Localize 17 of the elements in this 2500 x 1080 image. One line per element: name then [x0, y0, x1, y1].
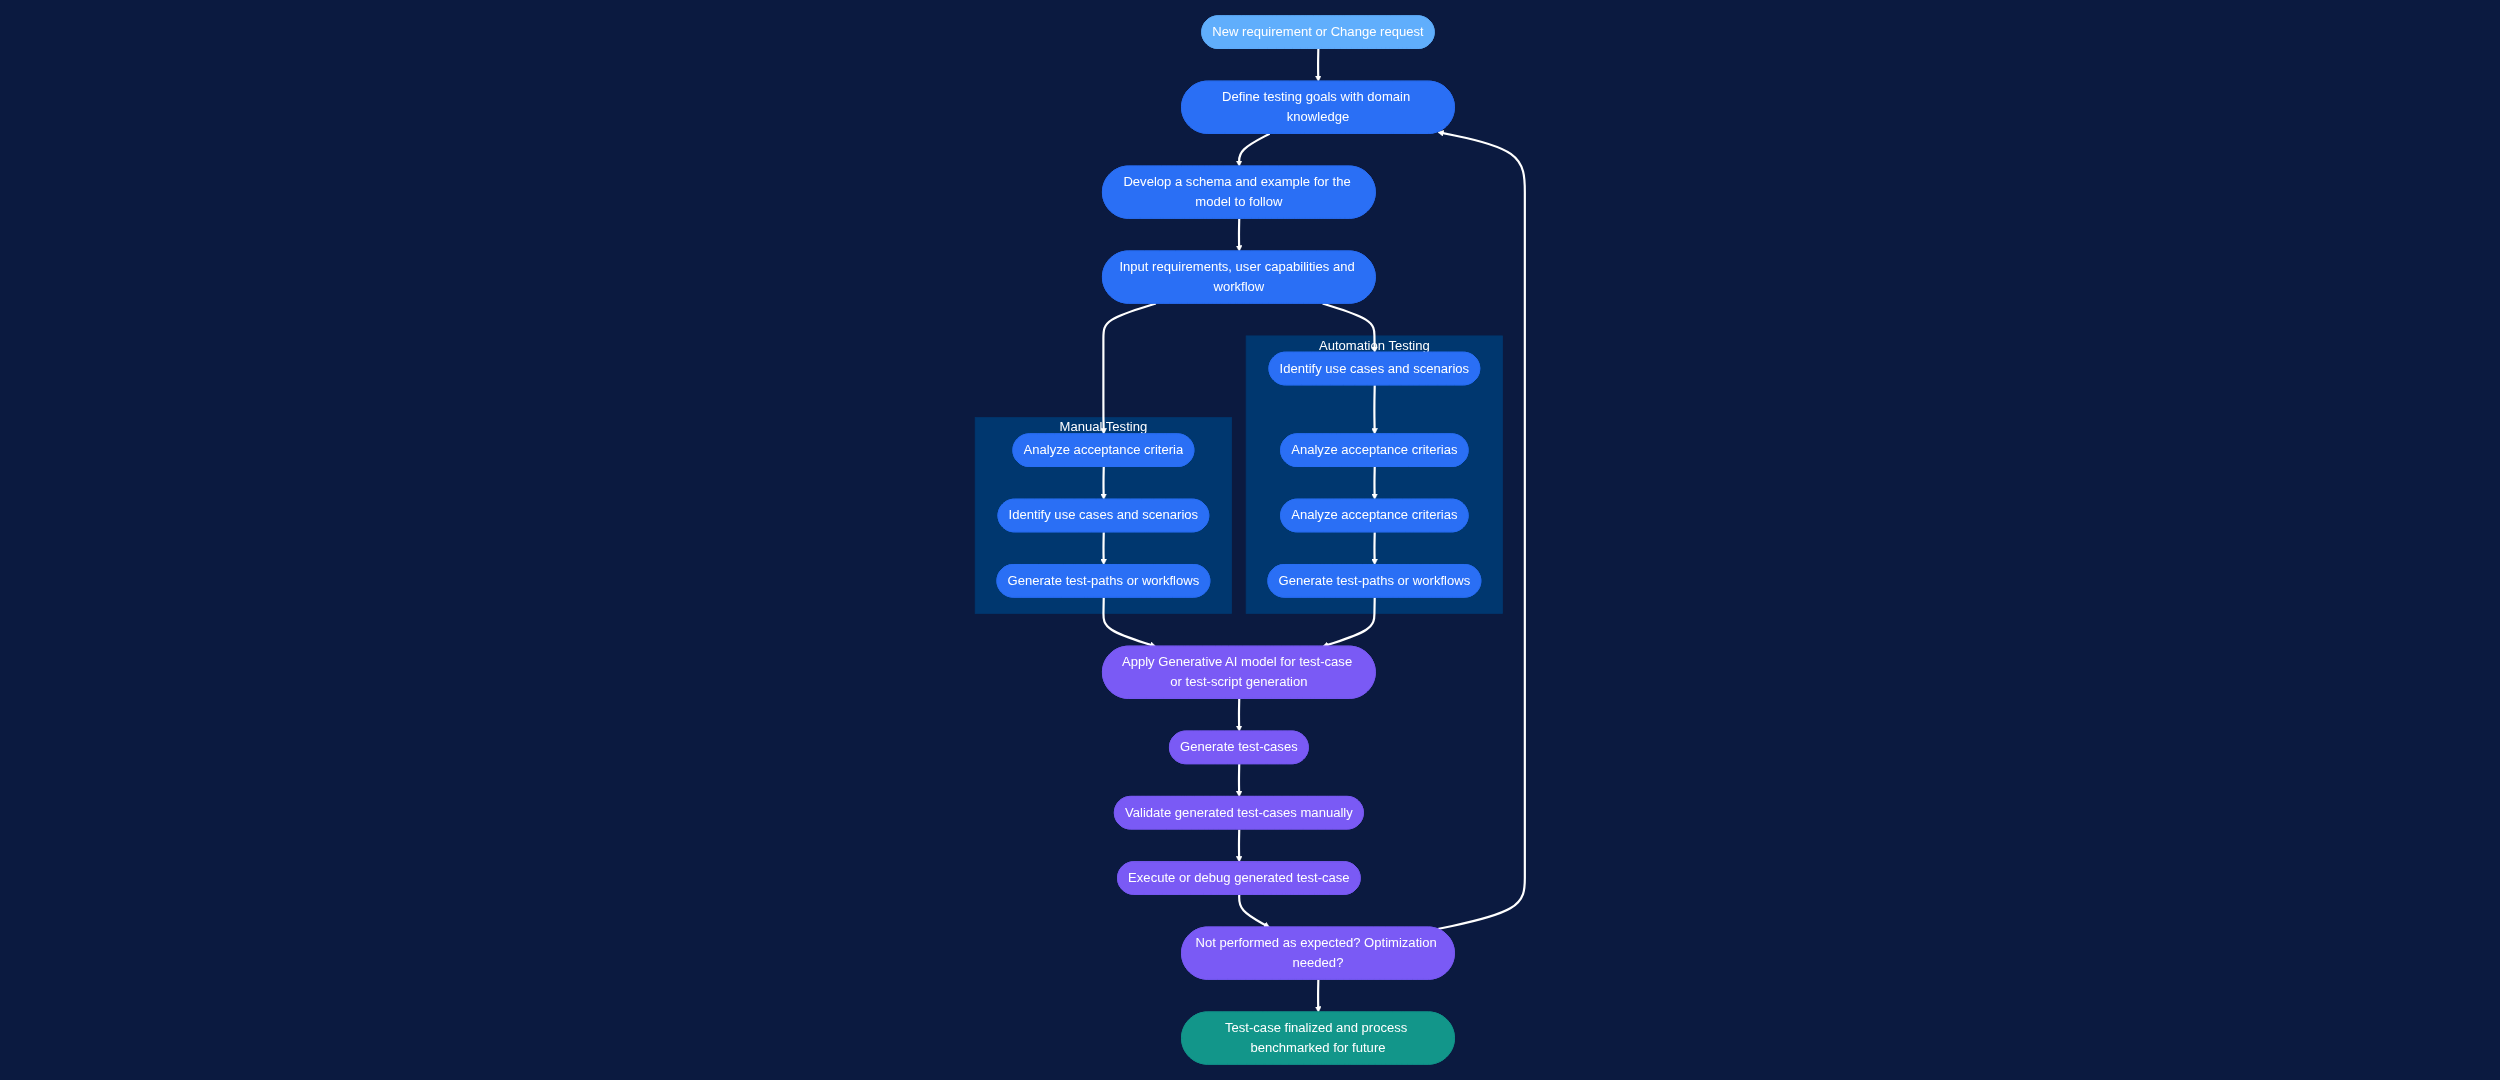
arrow	[1235, 829, 1243, 863]
arrow	[1371, 532, 1378, 566]
arrow	[1322, 597, 1376, 648]
arrow	[1315, 48, 1322, 82]
arrow	[1100, 532, 1107, 566]
arrow	[1315, 979, 1322, 1013]
arrow	[1371, 385, 1378, 435]
arrow	[1238, 894, 1270, 928]
arrow	[1102, 597, 1157, 648]
arrow	[1235, 218, 1243, 252]
arrow	[1235, 764, 1243, 798]
arrow	[1437, 130, 1526, 931]
arrow	[1235, 132, 1271, 167]
arrow	[1100, 466, 1107, 500]
arrow	[1371, 466, 1378, 500]
arrow	[1100, 302, 1157, 435]
arrow	[1235, 698, 1243, 732]
